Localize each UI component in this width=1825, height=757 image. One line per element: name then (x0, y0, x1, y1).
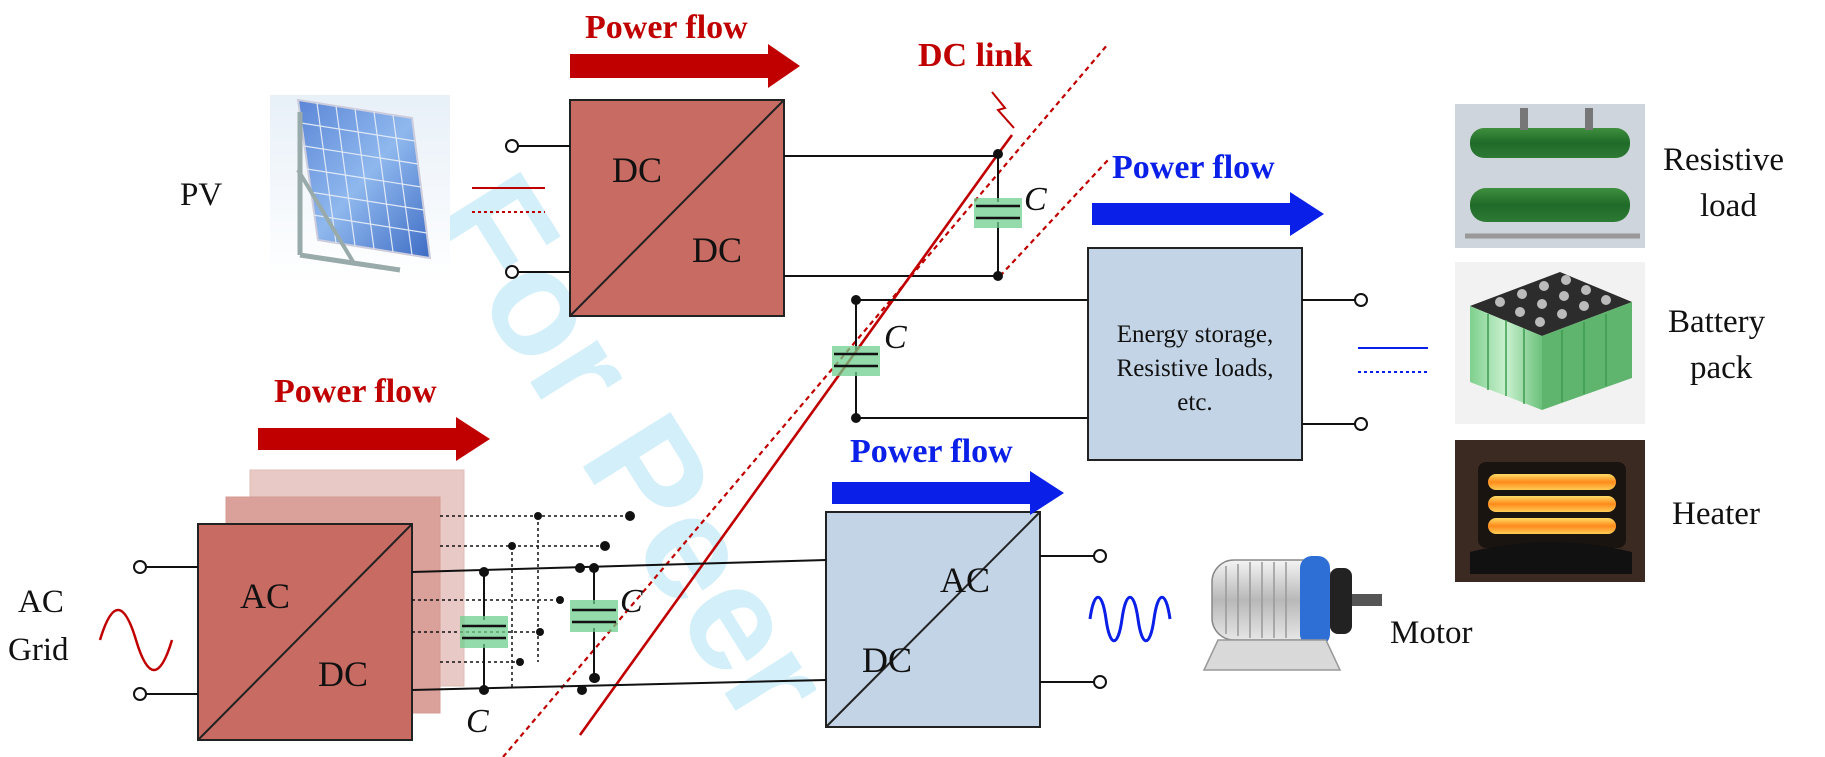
resistive-load-label-line2: load (1700, 188, 1757, 224)
battery-pack-icon (1455, 262, 1645, 424)
svg-text:Power flow: Power flow (850, 433, 1013, 470)
storage-output-terminals (1302, 293, 1368, 431)
svg-text:DC link: DC link (918, 37, 1032, 74)
motor-label: Motor (1390, 615, 1473, 651)
resistor-icon (1455, 104, 1645, 248)
battery-pack-label-line1: Battery (1668, 304, 1766, 340)
pv-dc-indicator (472, 187, 545, 213)
pv-input-terminals (505, 139, 570, 279)
power-flow-arrow-storage: Power flow (1092, 149, 1324, 236)
motor-icon (1202, 556, 1382, 671)
energy-storage-box: Energy storage, Resistive loads, etc. (1087, 247, 1303, 461)
svg-text:C: C (620, 583, 643, 620)
storage-dc-indicator (1358, 347, 1428, 373)
svg-text:C: C (466, 703, 489, 740)
parallel-module-wires (412, 515, 630, 690)
ac-grid-label-line1: AC (18, 584, 64, 620)
heater-icon (1455, 440, 1645, 582)
motor-converter-dc: DC (862, 640, 912, 680)
motor-output-terminals (1040, 549, 1107, 689)
svg-text:etc.: etc. (1177, 389, 1212, 416)
power-flow-arrow-motor: Power flow (832, 433, 1064, 515)
svg-text:C: C (884, 319, 907, 356)
battery-pack-label-line2: pack (1690, 350, 1753, 386)
resistive-load-label-line1: Resistive (1663, 142, 1784, 178)
pv-label: PV (180, 177, 222, 213)
grid-ac-waveform (98, 608, 174, 672)
power-flow-arrow-pv: Power flow (570, 9, 800, 88)
grid-input-terminals (133, 560, 198, 701)
capacitor-grid-1: C (460, 567, 508, 740)
svg-text:Power flow: Power flow (1112, 149, 1275, 186)
pv-converter-dc-top: DC (612, 150, 662, 190)
ac-dc-converter-stack: AC DC (197, 469, 465, 741)
pv-output-wires (784, 155, 999, 277)
pv-dc-dc-converter: DC DC (569, 99, 785, 317)
power-flow-arrow-grid: Power flow (258, 373, 490, 461)
motor-converter-ac: AC (940, 560, 990, 600)
dc-link-label: DC link (918, 37, 1032, 129)
ac-grid-label-line2: Grid (8, 632, 69, 668)
svg-text:Energy storage,: Energy storage, (1117, 321, 1273, 348)
svg-text:Resistive loads,: Resistive loads, (1117, 355, 1274, 382)
motor-converter: AC DC (825, 511, 1041, 728)
solar-panel-icon (270, 95, 450, 285)
svg-text:Power flow: Power flow (585, 9, 748, 46)
capacitor-pv: C (974, 149, 1047, 281)
capacitor-grid-2: C (570, 563, 643, 683)
motor-ac-waveform (1088, 596, 1172, 642)
svg-text:C: C (1024, 181, 1047, 218)
pv-converter-dc-bottom: DC (692, 230, 742, 270)
grid-converter-ac: AC (240, 576, 290, 616)
heater-label: Heater (1672, 496, 1760, 532)
svg-text:Power flow: Power flow (274, 373, 437, 410)
grid-converter-dc: DC (318, 654, 368, 694)
capacitor-storage: C (832, 295, 1088, 423)
